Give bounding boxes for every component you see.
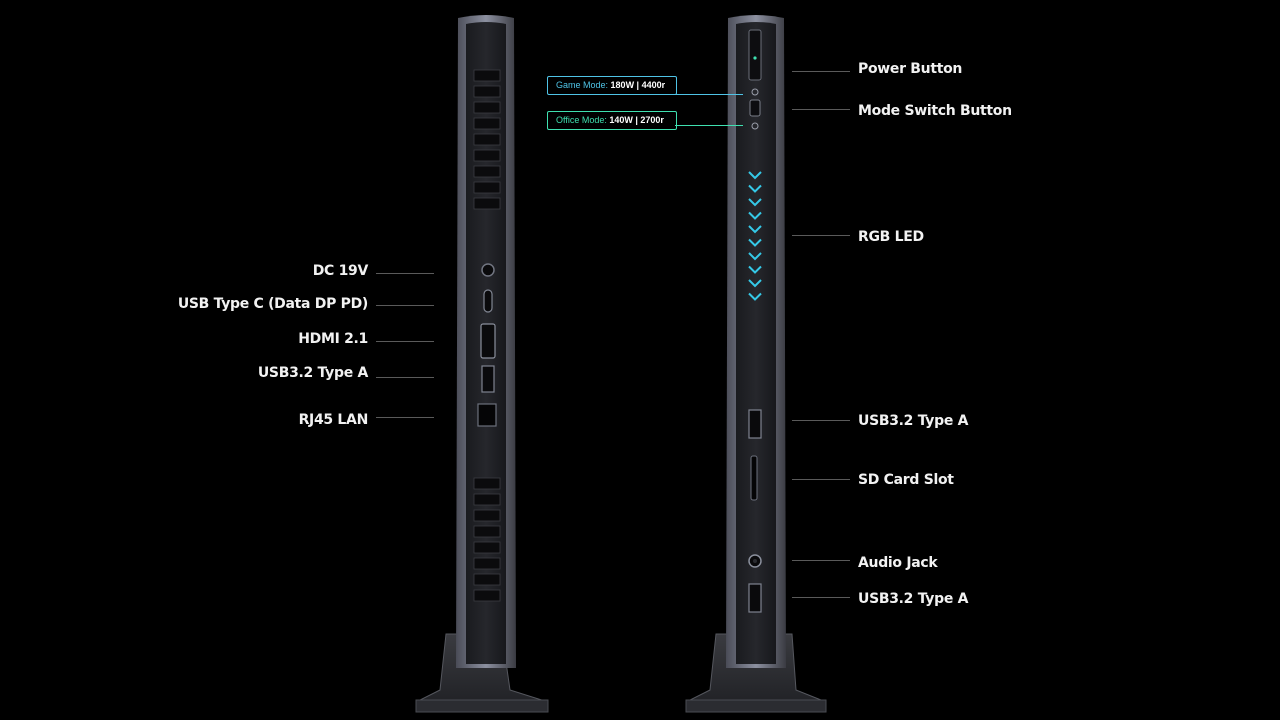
label-audio-jack: Audio Jack [858,555,938,571]
leader-usb-type-c [376,305,434,306]
leader-dc-19v [376,273,434,274]
left-top-vents [473,69,501,210]
rgb-led-chevron [748,292,762,301]
leader-audio [792,560,850,561]
power-button [748,29,762,81]
label-rj45: RJ45 LAN [298,412,369,428]
rgb-led-chevron [748,279,762,288]
rgb-led-strip [748,171,762,301]
rgb-led-chevron [748,238,762,247]
rgb-led-chevron [748,225,762,234]
leader-hdmi [376,341,434,342]
dc-port [481,263,495,277]
game-mode-line [675,94,743,95]
leader-sd-card [792,479,850,480]
leader-right-usb-a-1 [792,420,850,421]
mode-switch-button [749,99,761,117]
leader-power [792,71,850,72]
game-mode-name: Game Mode: [556,80,609,90]
sd-card-slot [750,455,758,501]
leader-right-usb-a-2 [792,597,850,598]
label-right-usb-a-1: USB3.2 Type A [858,413,969,429]
right-usb-a-port-1 [748,409,762,439]
right-device [685,15,827,713]
hdmi-port [480,323,496,359]
rgb-led-chevron [748,184,762,193]
game-mode-icon [751,88,759,96]
office-mode-name: Office Mode: [556,115,607,125]
office-mode-icon [751,122,759,130]
label-sd-card: SD Card Slot [858,472,954,488]
rgb-led-chevron [748,211,762,220]
leader-rj45 [376,417,434,418]
rgb-led-chevron [748,171,762,180]
leader-left-usb-a [376,377,434,378]
office-mode-callout: Office Mode: 140W | 2700r [547,111,677,130]
usb-a-port [481,365,495,393]
leader-mode-switch [792,109,850,110]
right-tower-panel [736,22,776,664]
office-mode-spec: 140W | 2700r [609,115,664,125]
leader-rgb [792,235,850,236]
label-rgb-led: RGB LED [858,229,924,245]
left-stand-base [415,699,549,713]
office-mode-line [675,125,743,126]
game-mode-spec: 180W | 4400r [610,80,666,90]
right-usb-a-port-2 [748,583,762,613]
label-power-button: Power Button [858,61,963,77]
left-bottom-vents [473,477,501,602]
label-left-usb-a: USB3.2 Type A [257,365,368,381]
rgb-led-chevron [748,198,762,207]
rgb-led-chevron [748,252,762,261]
label-usb-type-c: USB Type C (Data DP PD) [177,296,368,312]
left-device [415,15,549,713]
right-stand-base [685,699,827,713]
game-mode-callout: Game Mode: 180W | 4400r [547,76,677,95]
label-dc-19v: DC 19V [312,263,369,279]
rgb-led-chevron [748,265,762,274]
label-mode-switch: Mode Switch Button [858,103,1012,119]
usb-c-port [483,289,493,313]
rj45-port [477,403,497,427]
label-right-usb-a-2: USB3.2 Type A [858,591,969,607]
label-hdmi: HDMI 2.1 [298,331,368,347]
power-led [753,56,757,60]
